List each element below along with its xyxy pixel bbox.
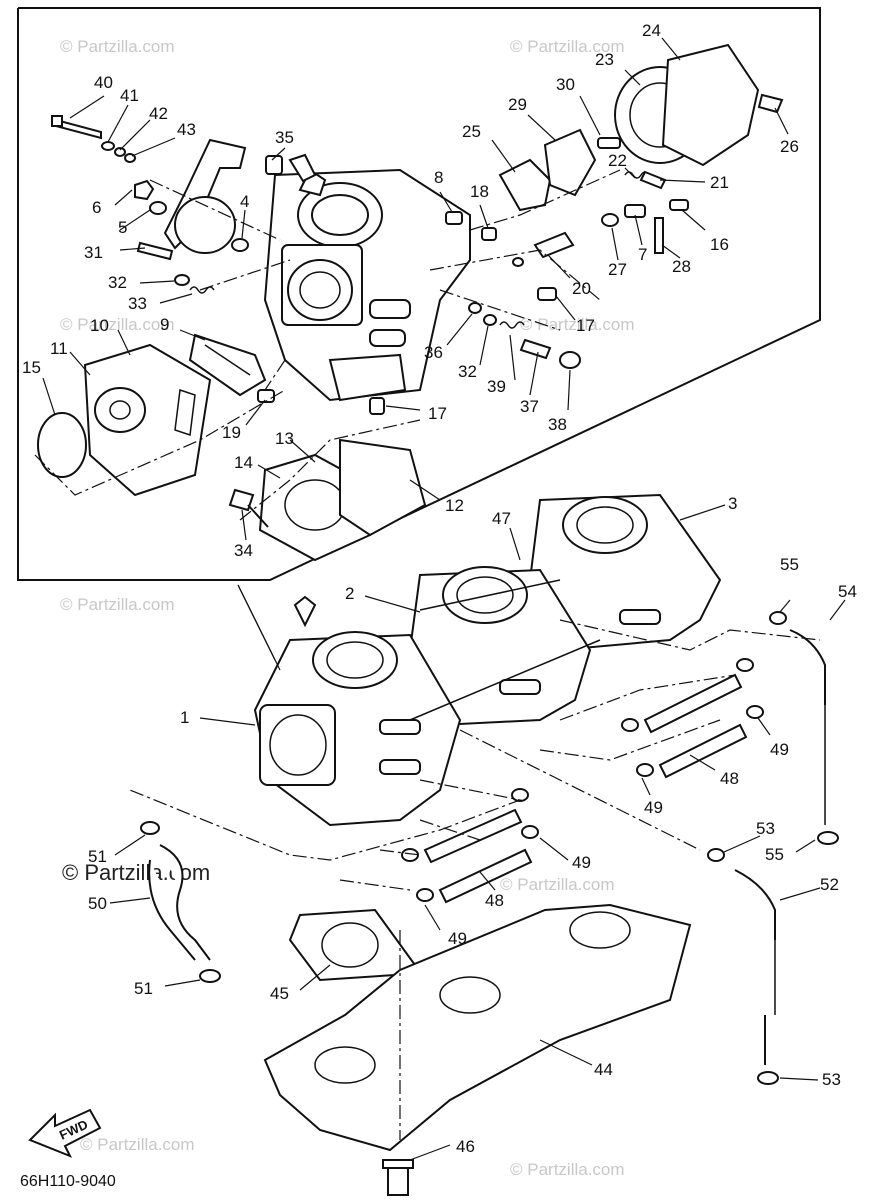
callout-48b: 48 [485,891,504,910]
callout-8: 8 [434,168,443,187]
fuel-hoses [423,673,748,904]
callout-31: 31 [84,243,103,262]
triple-carburetor-assembly [253,493,722,827]
watermark-prominent: © Partzilla.com [62,860,210,885]
callout-7: 7 [638,245,647,264]
watermark: © Partzilla.com [510,1160,625,1179]
callout-10: 10 [90,316,109,335]
callout-55a: 55 [780,555,799,574]
callout-42: 42 [149,104,168,123]
callout-22: 22 [608,151,627,170]
callout-11: 11 [50,339,68,358]
vent-hoses [148,629,826,1065]
callout-29: 29 [508,95,527,114]
callout-44: 44 [594,1060,613,1079]
callout-labels: 1 2 3 4 5 6 7 8 9 10 11 12 13 14 15 16 1… [22,21,857,1156]
callout-37: 37 [520,397,539,416]
callout-15: 15 [22,358,41,377]
hose-clamps [140,611,839,1085]
callout-49c: 49 [572,853,591,872]
callout-12: 12 [445,496,464,515]
callout-28: 28 [672,257,691,276]
callout-53a: 53 [756,819,775,838]
callout-34: 34 [234,541,253,560]
manifold-parts [263,903,692,1196]
callout-1: 1 [180,708,189,727]
callout-46: 46 [456,1137,475,1156]
callout-16: 16 [710,235,729,254]
callout-14: 14 [234,453,253,472]
callout-32a: 32 [108,273,127,292]
callout-3: 3 [728,494,737,513]
fuel-fitting-parts [257,43,784,415]
callout-38: 38 [548,415,567,434]
watermark: © Partzilla.com [500,875,615,894]
exploded-view-frame [17,7,821,581]
callout-17a: 17 [576,316,595,335]
callout-39: 39 [487,377,506,396]
assembly-guide-lines-lower [129,619,821,1140]
callout-49d: 49 [448,929,467,948]
callout-49b: 49 [644,798,663,817]
leader-lines [42,37,846,1161]
callout-24: 24 [642,21,661,40]
watermark: © Partzilla.com [60,595,175,614]
callout-27: 27 [608,260,627,279]
callout-45: 45 [270,984,289,1003]
watermark: © Partzilla.com [80,1135,195,1154]
watermark: © Partzilla.com [510,37,625,56]
callout-52: 52 [820,875,839,894]
callout-51a: 51 [88,847,107,866]
callout-19: 19 [222,423,241,442]
watermark: © Partzilla.com [60,315,175,334]
diagram-code: 66H110-9040 [20,1173,116,1190]
callout-47: 47 [492,509,511,528]
callout-18: 18 [470,182,489,201]
callout-33: 33 [128,294,147,313]
callout-32b: 32 [458,362,477,381]
callout-50: 50 [88,894,107,913]
callout-17b: 17 [428,404,447,423]
callout-26: 26 [780,137,799,156]
intake-parts [228,438,427,562]
callout-5: 5 [118,218,127,237]
callout-9: 9 [160,315,169,334]
callout-36: 36 [424,343,443,362]
callout-6: 6 [92,198,101,217]
callout-4: 4 [240,192,249,211]
callout-41: 41 [120,86,139,105]
watermark: © Partzilla.com [60,37,175,56]
callout-43: 43 [177,120,196,139]
callout-48a: 48 [720,769,739,788]
callout-54: 54 [838,582,857,601]
callout-2: 2 [345,584,354,603]
watermark: © Partzilla.com [520,315,635,334]
callout-25: 25 [462,122,481,141]
throttle-linkage-parts [51,115,249,254]
callout-40: 40 [94,73,113,92]
callout-51b: 51 [134,979,153,998]
callout-13: 13 [275,429,294,448]
diaphragm-cover-parts [37,333,267,497]
assembly-guide-lines-upper [34,169,621,521]
callout-30: 30 [556,75,575,94]
callout-20: 20 [572,279,591,298]
single-carburetor-body [263,153,471,402]
callout-49a: 49 [770,740,789,759]
callout-21: 21 [710,173,729,192]
callout-23: 23 [595,50,614,69]
callout-35: 35 [275,128,294,147]
callout-53b: 53 [822,1070,841,1089]
callout-55b: 55 [765,845,784,864]
